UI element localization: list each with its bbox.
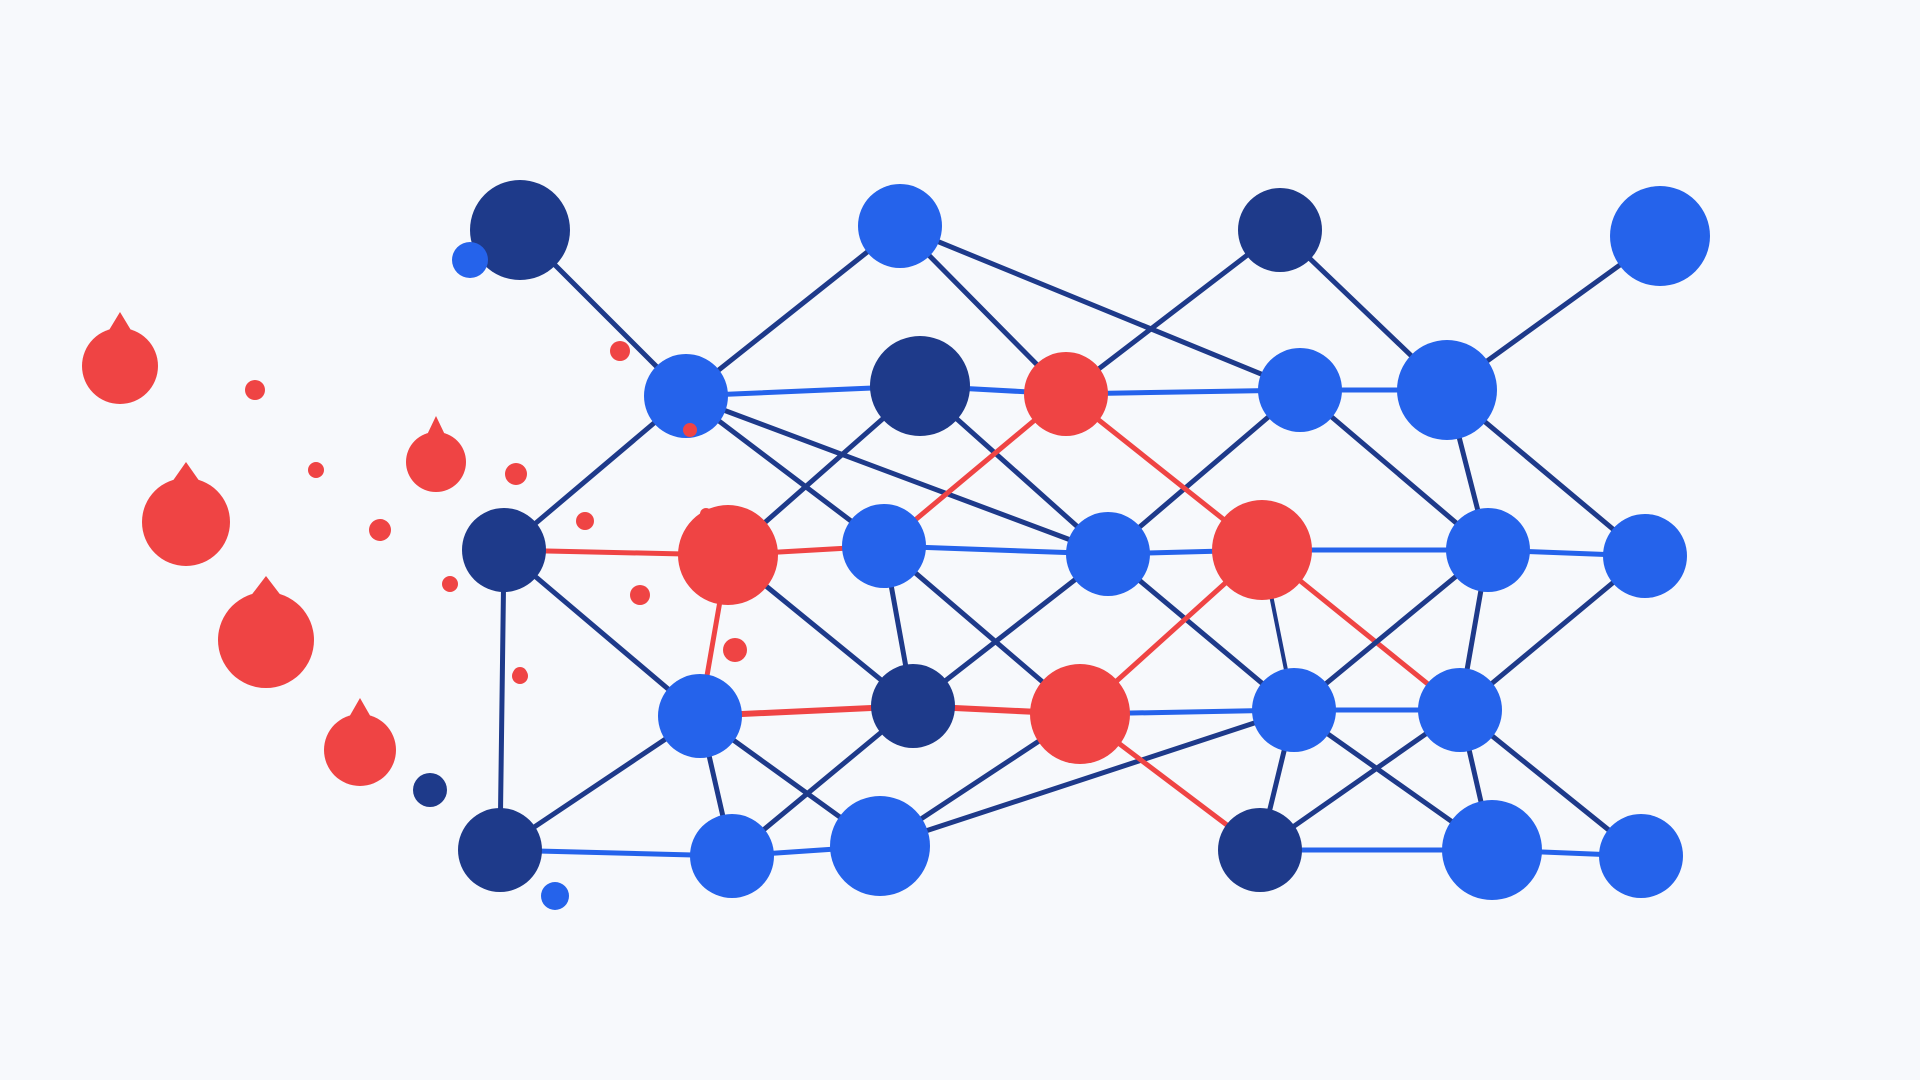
node bbox=[644, 354, 728, 438]
particle-dot bbox=[505, 463, 527, 485]
red-droplet bbox=[218, 576, 314, 688]
red-particle bbox=[723, 638, 747, 662]
node bbox=[1610, 186, 1710, 286]
dark-node bbox=[870, 336, 970, 436]
particle-dot bbox=[610, 341, 630, 361]
particle-layer bbox=[82, 242, 747, 910]
blue-particle bbox=[541, 882, 569, 910]
node bbox=[1418, 668, 1502, 752]
blue-particle bbox=[452, 242, 488, 278]
node bbox=[830, 796, 930, 896]
node bbox=[658, 674, 742, 758]
red-particle bbox=[505, 463, 527, 485]
particle-dot bbox=[512, 668, 528, 684]
node bbox=[1252, 668, 1336, 752]
red-particle bbox=[576, 512, 594, 530]
dark-node bbox=[1238, 188, 1322, 272]
red-droplet bbox=[142, 462, 230, 566]
particle-dot bbox=[723, 638, 747, 662]
connection-line bbox=[1063, 227, 1283, 397]
droplet-tip bbox=[347, 698, 373, 720]
red-particle bbox=[245, 380, 265, 400]
particle-dot bbox=[308, 462, 324, 478]
red-particle bbox=[369, 519, 391, 541]
highlighted-node bbox=[1030, 664, 1130, 764]
dark-node bbox=[871, 664, 955, 748]
highlighted-node bbox=[1212, 500, 1312, 600]
droplet-tip bbox=[170, 462, 202, 484]
node bbox=[858, 184, 942, 268]
dark-node bbox=[470, 180, 570, 280]
droplet-tip bbox=[106, 312, 134, 334]
red-particle bbox=[700, 508, 712, 520]
particle-dot bbox=[413, 773, 447, 807]
dark-node bbox=[458, 808, 542, 892]
red-particle bbox=[308, 462, 324, 478]
red-particle bbox=[630, 585, 650, 605]
particle-dot bbox=[576, 512, 594, 530]
connection-line bbox=[497, 547, 507, 853]
node bbox=[1397, 340, 1497, 440]
highlighted-node bbox=[1024, 352, 1108, 436]
particle-dot bbox=[683, 423, 697, 437]
droplet-tip bbox=[249, 576, 283, 598]
particle-dot bbox=[700, 508, 712, 520]
node bbox=[1446, 508, 1530, 592]
red-particle bbox=[610, 341, 630, 361]
node bbox=[842, 504, 926, 588]
dark-node bbox=[1218, 808, 1302, 892]
particle-dot bbox=[142, 478, 230, 566]
connection-line bbox=[683, 393, 1111, 557]
red-droplet bbox=[82, 312, 158, 404]
node bbox=[1599, 814, 1683, 898]
dark-node bbox=[462, 508, 546, 592]
particle-dot bbox=[442, 576, 458, 592]
connection-line bbox=[501, 547, 703, 719]
connection-line bbox=[877, 707, 1297, 849]
particle-dot bbox=[369, 519, 391, 541]
red-particle bbox=[512, 668, 528, 684]
connection-line bbox=[683, 223, 903, 399]
particle-dot bbox=[218, 592, 314, 688]
node bbox=[1066, 512, 1150, 596]
particle-dot bbox=[630, 585, 650, 605]
node bbox=[1258, 348, 1342, 432]
particle-dot bbox=[541, 882, 569, 910]
red-particle bbox=[683, 423, 697, 437]
particle-dot bbox=[324, 714, 396, 786]
connection-line bbox=[897, 223, 1303, 393]
particle-dot bbox=[406, 432, 466, 492]
highlighted-node bbox=[678, 505, 778, 605]
red-particle bbox=[442, 576, 458, 592]
connection-line bbox=[1105, 387, 1303, 557]
particle-dot bbox=[82, 328, 158, 404]
particle-dot bbox=[452, 242, 488, 278]
red-droplet bbox=[324, 698, 396, 786]
blue-particle bbox=[413, 773, 447, 807]
node bbox=[1442, 800, 1542, 900]
particle-dot bbox=[245, 380, 265, 400]
red-droplet bbox=[406, 416, 466, 492]
node-layer bbox=[458, 180, 1710, 900]
node bbox=[690, 814, 774, 898]
node bbox=[1603, 514, 1687, 598]
